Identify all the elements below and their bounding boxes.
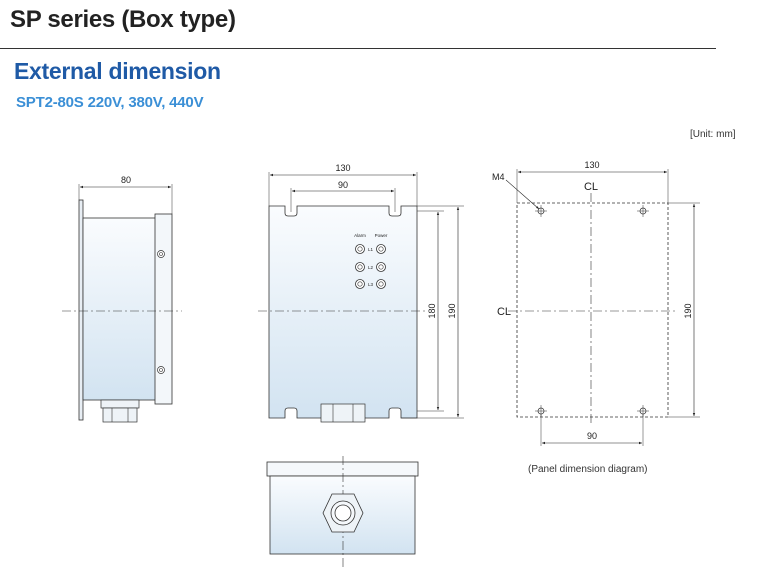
side-flange [78, 199, 84, 421]
panel-view: CL CL M4 130 [492, 160, 700, 446]
alarm-indicator-label: Alarm [354, 233, 366, 238]
panel-hole-top-left [535, 205, 547, 217]
phase-label-l3: L3 [368, 282, 374, 287]
panel-height-label: 190 [683, 303, 693, 318]
section-title: External dimension [14, 58, 221, 84]
side-width-label: 80 [121, 175, 131, 185]
panel-hole-top-right [637, 205, 649, 217]
panel-cutout-outline [516, 202, 669, 418]
front-view: Alarm Power L1 L2 L3 130 [258, 163, 464, 423]
panel-hole-bottom-right [637, 405, 649, 417]
bottom-lid [266, 461, 419, 477]
panel-screw-leader [505, 179, 540, 210]
side-cable-gland [100, 399, 140, 423]
panel-screw-label: M4 [492, 172, 505, 182]
front-cable-gland [320, 403, 366, 423]
title-divider [0, 48, 716, 49]
panel-centerline-symbol-top: CL [584, 181, 598, 193]
front-mount-width-label: 90 [338, 180, 348, 190]
panel-hole-pitch-label: 90 [587, 431, 597, 441]
bottom-view [266, 456, 419, 568]
bottom-cable-gland [322, 493, 364, 533]
front-outer-width-label: 130 [335, 163, 350, 173]
side-lid [154, 213, 173, 405]
series-title: SP series (Box type) [10, 6, 236, 33]
front-inner-height-label: 180 [427, 303, 437, 318]
phase-label-l2: L2 [368, 265, 374, 270]
front-body [268, 205, 418, 419]
side-view: 80 [62, 175, 182, 423]
panel-width-label: 130 [584, 160, 599, 170]
indicator-row-l2: L2 [355, 262, 386, 272]
side-screw-bottom [157, 366, 165, 374]
phase-label-l1: L1 [368, 247, 374, 252]
indicator-row-l3: L3 [355, 279, 386, 289]
panel-diagram-caption: (Panel dimension diagram) [528, 464, 648, 475]
indicator-row-l1: L1 [355, 244, 386, 254]
side-screw-top [157, 250, 165, 258]
panel-centerline-symbol-left: CL [497, 306, 511, 318]
front-outer-height-label: 190 [447, 303, 457, 318]
model-subtitle: SPT2-80S 220V, 380V, 440V [16, 94, 204, 111]
unit-label: [Unit: mm] [690, 129, 736, 140]
power-indicator-label: Power [375, 233, 388, 238]
